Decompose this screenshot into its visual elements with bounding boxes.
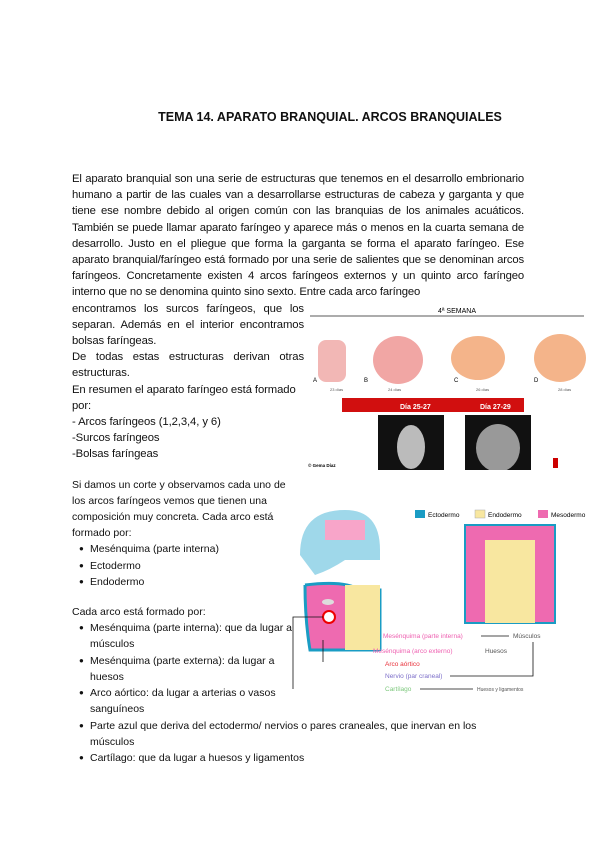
intro-paragraph: El aparato branquial son una serie de es… (72, 173, 524, 299)
structure-label: Mesénquima (arco externo) (373, 648, 452, 655)
paragraph: Cada arco está formado por: (72, 606, 206, 619)
legend-label: Ectodermo (428, 512, 460, 519)
list-item: Arco aórtico: da lugar a arterias o vaso… (79, 685, 295, 717)
legend-label: Endodermo (488, 512, 522, 519)
page-title: TEMA 14. APARATO BRANQUIAL. ARCOS BRANQU… (158, 110, 502, 124)
structure-label: Cartílago (385, 686, 412, 693)
structure-label: Nervio (par craneal) (385, 673, 442, 680)
list-item: Mesénquima (parte externa): da lugar a h… (79, 653, 295, 685)
banner-label: Día 25-27 (400, 404, 431, 411)
embryo-figure: 4ª SEMANA A B C D 23 días 24 días 26 días 28… (308, 300, 588, 479)
embryo-illustration: 4ª SEMANA A B C D 23 días 24 días 26 días 28… (308, 308, 586, 479)
list-item: - Arcos faríngeos (1,2,3,4, y 6) (72, 416, 221, 429)
arch-figure: Ectodermo Endodermo Mesodermo Mesénquima… (285, 500, 590, 700)
composition-section: Si damos un corte y observamos cada uno … (72, 477, 294, 591)
panel-label: A (313, 378, 317, 384)
structure-label: Mesénquima (parte interna) (383, 633, 463, 640)
panel-label: C (454, 378, 459, 384)
paragraph: De todas estas estructuras derivan otras… (72, 351, 304, 380)
arch-diagram: Ectodermo Endodermo Mesodermo Mesénquima… (292, 509, 586, 693)
day-label: 23 días (330, 387, 343, 392)
list-item: Endodermo (79, 574, 294, 590)
arch-components-section: Cada arco está formado por: Mesénquima (… (72, 604, 524, 766)
list-item: Mesénquima (parte interna) (79, 541, 294, 557)
list-item: -Surcos faríngeos (72, 432, 160, 445)
legend-label: Mesodermo (551, 512, 586, 519)
paragraph: encontramos los surcos faríngeos, que lo… (72, 302, 304, 348)
structure-label: Arco aórtico (385, 661, 420, 668)
days-banner (342, 398, 524, 412)
credit: © Gema Díaz (308, 462, 336, 468)
target-label: Huesos (485, 648, 508, 655)
list-item: Ectodermo (79, 558, 294, 574)
paragraph: Si damos un corte y observamos cada uno … (72, 478, 286, 540)
panel-label: D (534, 378, 539, 384)
day-label: 26 días (476, 387, 489, 392)
week-header: 4ª SEMANA (438, 308, 476, 315)
day-label: 24 días (388, 387, 401, 392)
intro-continuation: encontramos los surcos faríngeos, que lo… (72, 301, 304, 463)
banner-label: Día 27-29 (480, 404, 511, 411)
list-item: Mesénquima (parte interna): que da lugar… (79, 620, 295, 652)
panel-label: B (364, 378, 368, 384)
list-item: Parte azul que deriva del ectodermo/ ner… (79, 718, 524, 750)
paragraph: En resumen el aparato faríngeo está form… (72, 383, 296, 412)
list-item: Cartílago: que da lugar a huesos y ligam… (79, 750, 524, 766)
target-label: Músculos (513, 633, 541, 640)
text-column: El aparato branquial son una serie de es… (72, 171, 524, 766)
list-item: -Bolsas faríngeas (72, 448, 159, 461)
day-label: 28 días (558, 387, 571, 392)
target-label: Huesos y ligamentos (477, 687, 524, 693)
university-logo (553, 458, 558, 468)
